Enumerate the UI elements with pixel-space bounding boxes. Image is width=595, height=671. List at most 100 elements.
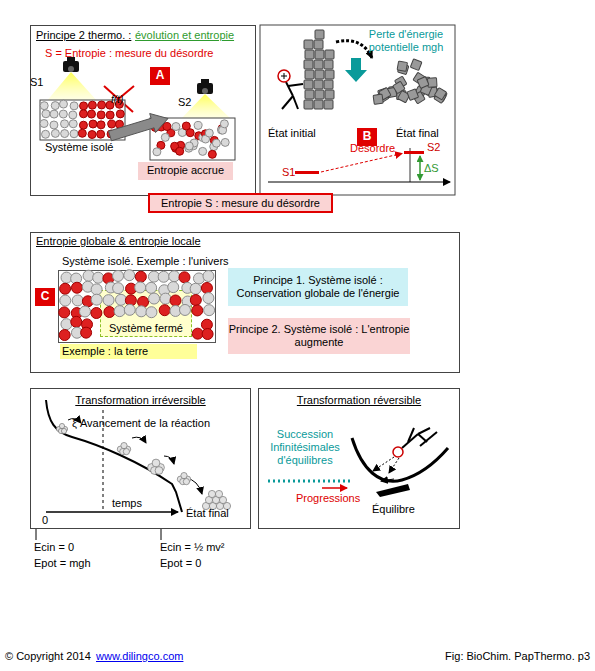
particle	[201, 319, 212, 330]
process-label: Progressions	[296, 492, 360, 505]
forbidden-cross	[104, 86, 134, 111]
potential-bowl	[352, 438, 448, 481]
particle	[70, 130, 78, 138]
block-tower	[304, 60, 313, 69]
particle	[97, 130, 105, 138]
block-tower	[315, 50, 324, 59]
block-tower	[315, 70, 324, 79]
principle-box: Principe 1. Système isolé : Conservation…	[228, 268, 408, 306]
particle	[199, 147, 207, 155]
block-tower	[324, 60, 333, 69]
energy-curve	[46, 511, 178, 513]
block-tower	[304, 40, 313, 49]
particle	[203, 271, 214, 282]
particle	[192, 305, 203, 316]
moving-ball	[59, 423, 64, 428]
energy-curve	[161, 529, 162, 540]
person-pushing	[284, 73, 285, 79]
entropy-axis	[295, 171, 319, 174]
skier	[389, 458, 399, 473]
particle	[70, 102, 78, 110]
energy-value: Epot = mgh	[34, 557, 91, 570]
skier	[420, 432, 437, 446]
state-label: État initial	[268, 127, 316, 140]
particle	[79, 121, 87, 129]
particle	[71, 316, 82, 327]
particle	[82, 296, 93, 307]
block-pile	[410, 59, 422, 71]
potential-bowl	[376, 484, 410, 497]
box-text: Principe 2. Système isolé : L'entropie a…	[228, 323, 410, 349]
energy-curve	[132, 437, 146, 443]
energy-loss-arrow	[345, 58, 367, 82]
symbol-label: S1	[282, 166, 295, 179]
block-tower	[324, 100, 333, 109]
panel-title: Transformation irréversible	[31, 394, 250, 407]
particle	[80, 102, 88, 110]
particle	[51, 102, 59, 110]
moving-ball	[121, 442, 127, 448]
particle	[176, 147, 184, 155]
particle	[161, 133, 169, 141]
particle	[220, 120, 228, 128]
entropy-axis	[404, 151, 424, 154]
particle	[201, 282, 212, 293]
block-tower	[304, 80, 313, 89]
particle	[193, 273, 204, 284]
particle	[135, 271, 146, 282]
particle	[194, 121, 202, 129]
state-label: État final	[186, 507, 229, 520]
particle	[69, 111, 77, 119]
energy-value: Ecin = 0	[34, 541, 74, 554]
potential-bowl	[352, 438, 448, 497]
skier	[381, 479, 394, 481]
state-label: État final	[396, 127, 439, 140]
principle-box: Principe 2. Système isolé : L'entropie a…	[228, 318, 410, 354]
camera-left	[46, 72, 98, 102]
block-tower	[325, 70, 334, 79]
panel-title: Transformation réversible	[259, 394, 459, 407]
state-label: Équilibre	[372, 503, 415, 516]
note: S = Entropie : mesure du désordre	[45, 47, 213, 60]
particle	[153, 148, 161, 156]
person-pushing	[278, 70, 290, 82]
particle	[71, 282, 82, 293]
particle	[59, 307, 70, 318]
particle	[50, 110, 58, 118]
axis-tick: 0	[42, 514, 48, 527]
particle	[172, 123, 180, 131]
particle	[82, 281, 93, 292]
panel-title: Principe 2 thermo. :	[36, 29, 131, 42]
block-pile	[417, 77, 429, 89]
particle	[71, 327, 82, 338]
box-text: Système fermé	[101, 322, 191, 335]
block-pile	[373, 59, 447, 105]
moving-ball	[183, 478, 189, 484]
particle	[185, 142, 193, 150]
moving-ball	[208, 490, 215, 497]
process-note: Succession Infinitésimales d'équilibres	[262, 428, 348, 467]
block-tower	[314, 80, 323, 89]
particle	[148, 271, 159, 282]
particle	[61, 120, 69, 128]
camera-left	[68, 66, 74, 72]
particle	[60, 283, 71, 294]
particle	[72, 295, 83, 306]
particle	[60, 295, 71, 306]
figure-ref: Fig: BioChim. PapThermo. p3	[420, 650, 590, 663]
particle	[89, 120, 97, 128]
copyright: © Copyright 2014	[5, 650, 91, 663]
particle	[124, 270, 135, 281]
particle	[98, 101, 106, 109]
block-tower	[315, 90, 324, 99]
particle	[78, 129, 86, 137]
block-tower	[314, 60, 323, 69]
particle	[51, 129, 59, 137]
energy-value: Epot = 0	[160, 557, 201, 570]
particle	[163, 123, 171, 131]
block-tower	[304, 100, 313, 109]
block-pile	[427, 78, 437, 88]
moving-ball	[61, 428, 66, 433]
moving-ball	[123, 448, 129, 454]
